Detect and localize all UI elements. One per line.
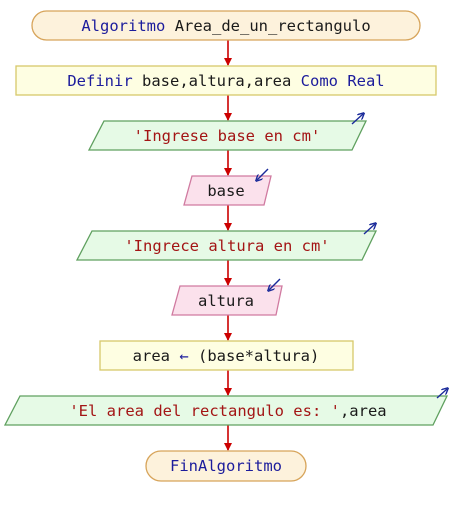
output-1-text: 'Ingrese base en cm' xyxy=(134,127,321,145)
output-node-1: 'Ingrese base en cm' xyxy=(87,114,368,151)
input-arrow-icon xyxy=(257,168,269,180)
end-node: FinAlgoritmo xyxy=(145,450,307,482)
input-node-1: base xyxy=(183,168,272,206)
svg-text:Definir base,altura,area Como: Definir base,altura,area Como Real xyxy=(67,72,384,90)
svg-text:'El area del rectangulo es: ',: 'El area del rectangulo es: ',area xyxy=(69,402,386,420)
define-vars: base,altura,area xyxy=(142,72,291,90)
output-arrow-icon xyxy=(436,389,447,399)
start-keyword: Algoritmo xyxy=(81,17,165,35)
input-node-2: altura xyxy=(171,278,283,316)
define-node: Definir base,altura,area Como Real xyxy=(15,65,437,96)
output-3-rest: ,area xyxy=(340,402,387,420)
output-node-3: 'El area del rectangulo es: ',area xyxy=(3,389,447,426)
svg-text:Algoritmo Area_de_un_rectangul: Algoritmo Area_de_un_rectangulo xyxy=(81,17,370,35)
define-type: Como Real xyxy=(301,72,385,90)
output-arrow-icon xyxy=(363,224,375,235)
output-3-string: 'El area del rectangulo es: ' xyxy=(69,402,340,420)
assign-lhs: area xyxy=(133,347,170,365)
svg-text:area ← (base*altura): area ← (base*altura) xyxy=(133,347,320,365)
output-arrow-icon xyxy=(351,114,363,125)
assign-rhs: (base*altura) xyxy=(198,347,319,365)
input-arrow-icon xyxy=(269,278,281,290)
output-2-text: 'Ingrece altura en cm' xyxy=(124,237,329,255)
input-2-text: altura xyxy=(198,292,254,310)
assign-arrow-icon: ← xyxy=(179,347,188,365)
input-1-text: base xyxy=(207,182,244,200)
output-node-2: 'Ingrece altura en cm' xyxy=(75,224,376,261)
algorithm-name: Area_de_un_rectangulo xyxy=(175,17,371,35)
define-keyword: Definir xyxy=(67,72,132,90)
start-node: Algoritmo Area_de_un_rectangulo xyxy=(31,10,421,41)
assign-node: area ← (base*altura) xyxy=(99,340,354,371)
end-keyword: FinAlgoritmo xyxy=(170,457,282,475)
